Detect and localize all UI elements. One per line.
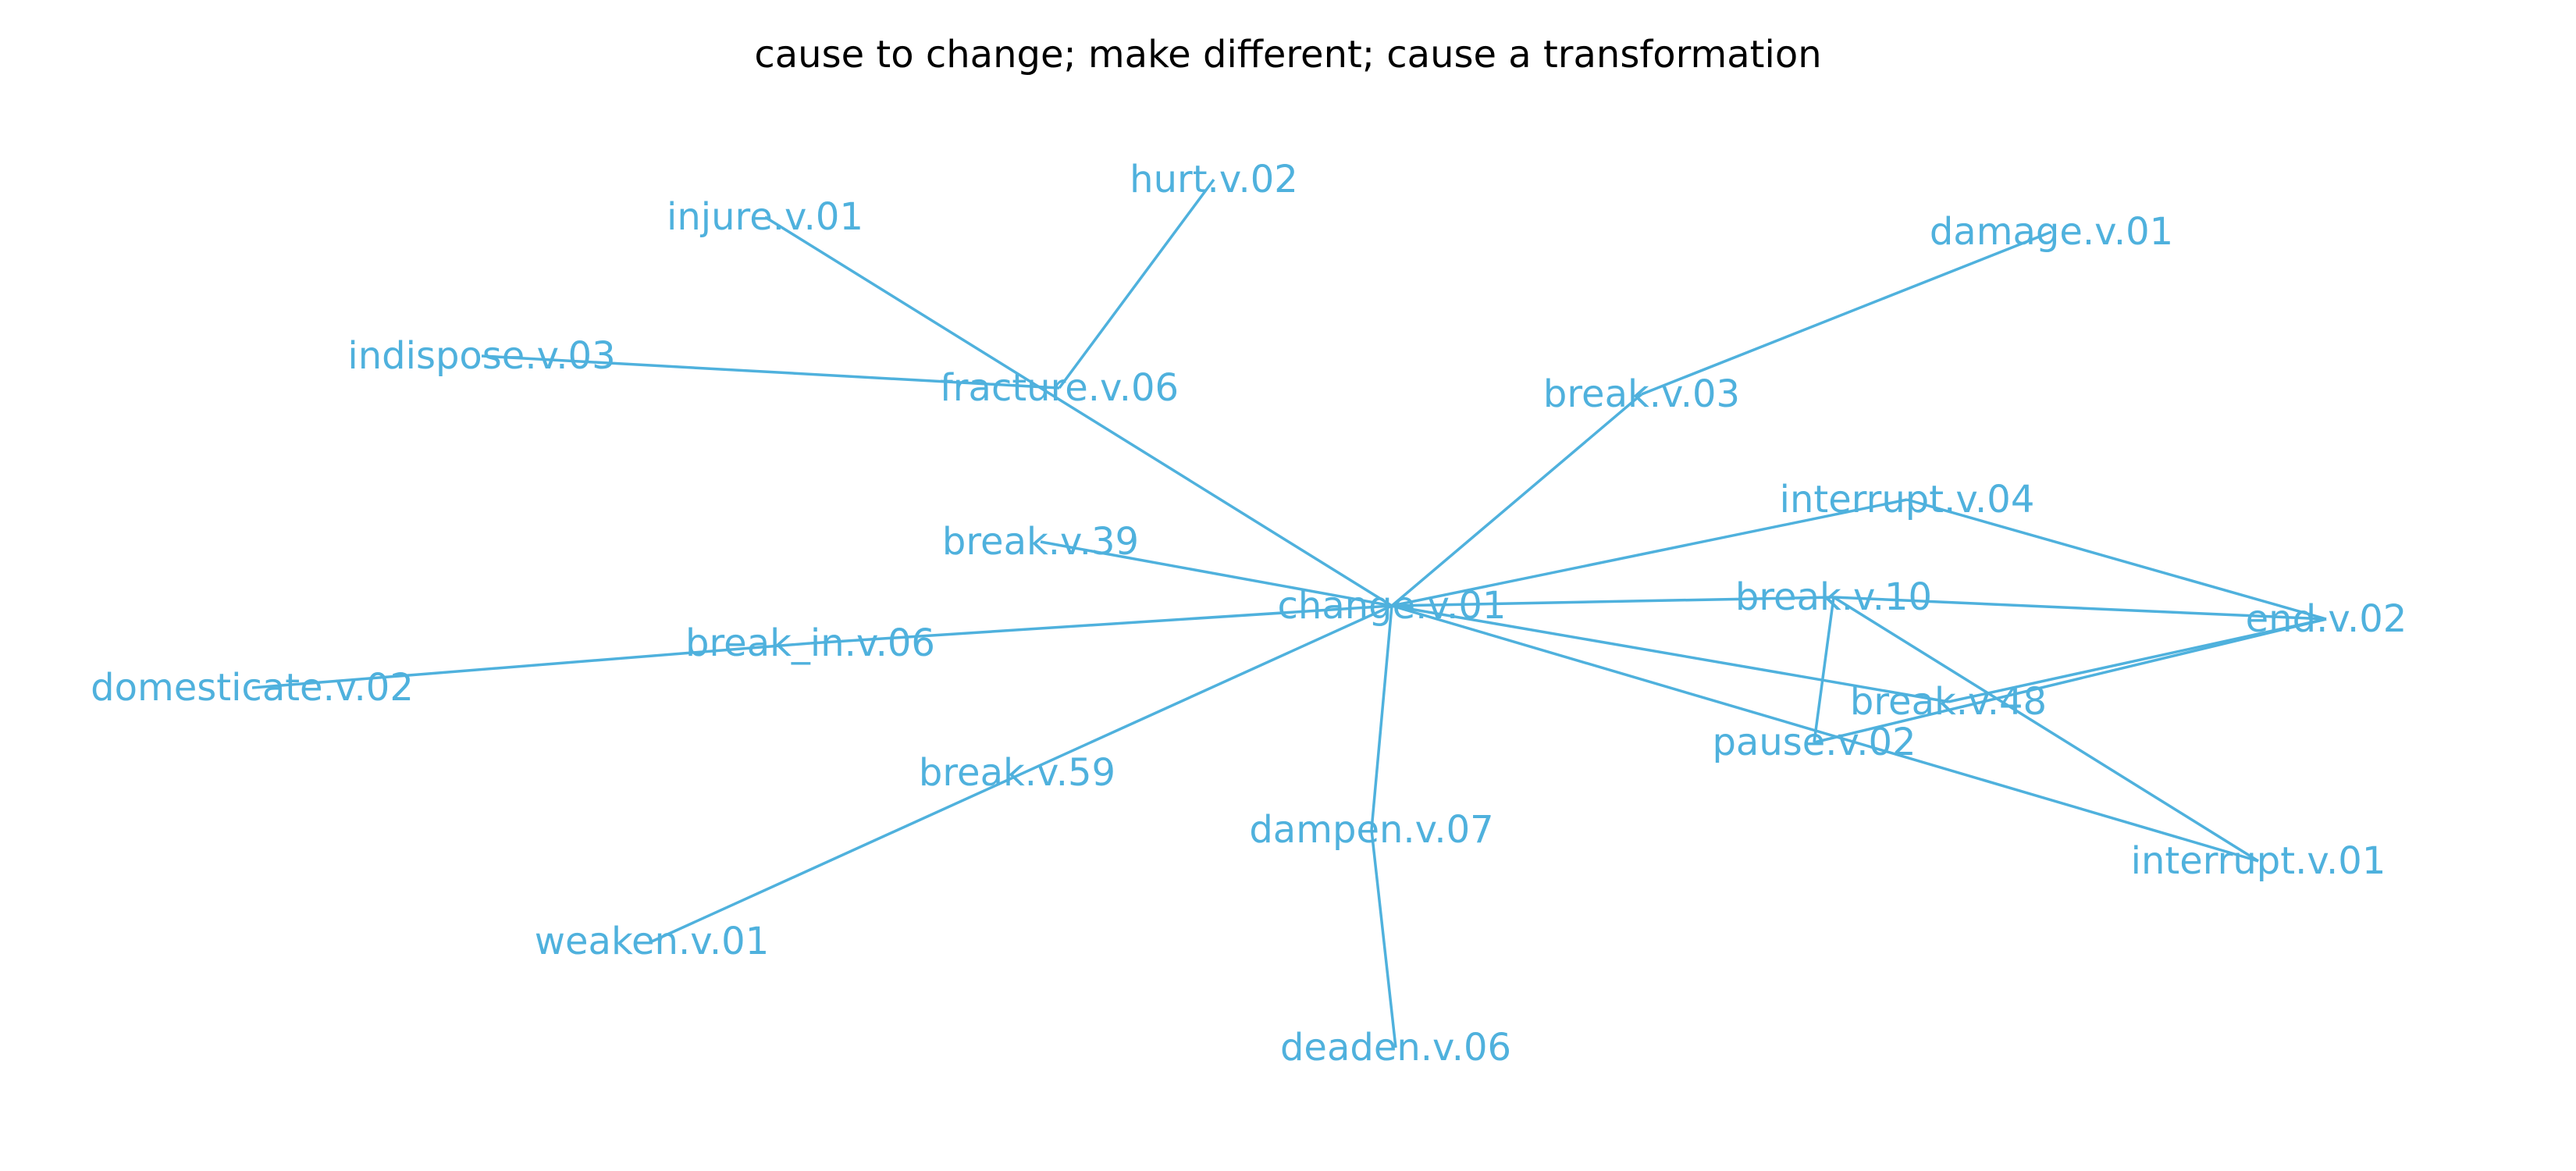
node-label-interrupt-v-04: interrupt.v.04 bbox=[1780, 478, 2035, 521]
node-label-break-v-10: break.v.10 bbox=[1735, 575, 1932, 619]
graph-edges bbox=[251, 178, 2327, 1048]
graph-edge bbox=[764, 215, 1393, 607]
graph-edge bbox=[1390, 393, 1643, 607]
node-label-break-v-59: break.v.59 bbox=[919, 751, 1115, 795]
graph-edge bbox=[1833, 596, 2327, 621]
graph-edge bbox=[1833, 596, 2259, 863]
node-label-interrupt-v-01: interrupt.v.01 bbox=[2131, 839, 2386, 883]
node-label-fracture-v-06: fracture.v.06 bbox=[940, 366, 1179, 410]
node-label-weaken-v-01: weaken.v.01 bbox=[535, 920, 770, 963]
node-label-pause-v-02: pause.v.02 bbox=[1712, 721, 1916, 764]
graph-edge bbox=[1391, 604, 2259, 863]
node-label-indispose-v-03: indispose.v.03 bbox=[347, 334, 615, 378]
node-label-injure-v-01: injure.v.01 bbox=[667, 195, 863, 239]
graph-edge bbox=[1813, 618, 2327, 744]
node-label-break-v-39: break.v.39 bbox=[942, 520, 1139, 564]
graph-title: cause to change; make different; cause a… bbox=[754, 33, 1821, 77]
node-label-damage-v-01: damage.v.01 bbox=[1930, 210, 2173, 254]
graph-node-labels: change.v.01 hurt.v.02 injure.v.01 damage.v.… bbox=[91, 158, 2407, 1070]
graph-edge bbox=[651, 604, 1393, 943]
graph-edge bbox=[1058, 178, 1215, 390]
node-label-hurt-v-02: hurt.v.02 bbox=[1130, 158, 1298, 201]
node-label-dampen-v-07: dampen.v.07 bbox=[1249, 808, 1493, 852]
node-label-break-v-48: break.v.48 bbox=[1850, 680, 2047, 724]
graph-edge bbox=[1391, 596, 1834, 607]
graph-edge bbox=[1391, 604, 1949, 703]
graph-edge bbox=[1948, 618, 2327, 703]
graph-edge bbox=[1641, 230, 2052, 396]
node-label-change-v-01: change.v.01 bbox=[1278, 584, 1507, 628]
graph-edge bbox=[1370, 829, 1397, 1048]
graph-edge bbox=[1906, 498, 2327, 621]
node-label-break-in-v-06: break_in.v.06 bbox=[685, 621, 935, 665]
node-label-break-v-03: break.v.03 bbox=[1543, 372, 1740, 416]
graph-edge bbox=[481, 354, 1060, 390]
graph-edge bbox=[1391, 498, 1908, 607]
graph-edge bbox=[1370, 605, 1393, 831]
graph-edge bbox=[809, 604, 1393, 645]
node-label-end-v-02: end.v.02 bbox=[2246, 597, 2407, 641]
graph-edge bbox=[1813, 596, 1835, 743]
node-label-deaden-v-06: deaden.v.06 bbox=[1280, 1026, 1511, 1070]
graph-edge bbox=[1040, 540, 1393, 607]
node-label-domesticate-v-02: domesticate.v.02 bbox=[91, 666, 414, 710]
graph-edge bbox=[251, 642, 811, 689]
